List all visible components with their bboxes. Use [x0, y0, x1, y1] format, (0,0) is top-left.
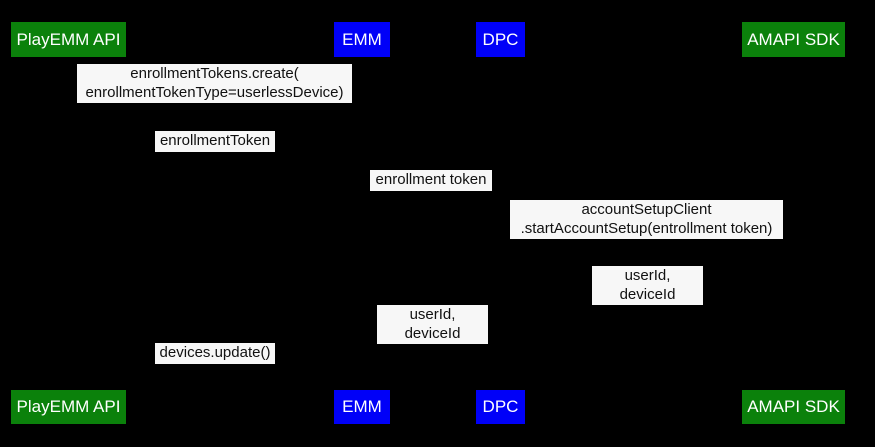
- message-userid-deviceid-forward: userId, deviceId: [377, 305, 488, 344]
- actor-amapi-sdk-top: AMAPI SDK: [742, 22, 845, 57]
- actor-emm-top: EMM: [334, 22, 390, 57]
- actor-emm-bottom: EMM: [334, 390, 390, 424]
- actor-playemm-api-top: PlayEMM API: [11, 22, 126, 57]
- message-enrollment-token-return: enrollmentToken: [155, 131, 275, 152]
- actor-dpc-top: DPC: [476, 22, 525, 57]
- message-start-account-setup: accountSetupClient .startAccountSetup(en…: [510, 200, 783, 239]
- actor-playemm-api-bottom: PlayEMM API: [11, 390, 126, 424]
- message-enrollment-tokens-create: enrollmentTokens.create( enrollmentToken…: [77, 64, 352, 103]
- actor-amapi-sdk-bottom: AMAPI SDK: [742, 390, 845, 424]
- message-userid-deviceid-return: userId, deviceId: [592, 266, 703, 305]
- message-devices-update: devices.update(): [155, 343, 275, 364]
- actor-dpc-bottom: DPC: [476, 390, 525, 424]
- message-enrollment-token-forward: enrollment token: [370, 170, 492, 191]
